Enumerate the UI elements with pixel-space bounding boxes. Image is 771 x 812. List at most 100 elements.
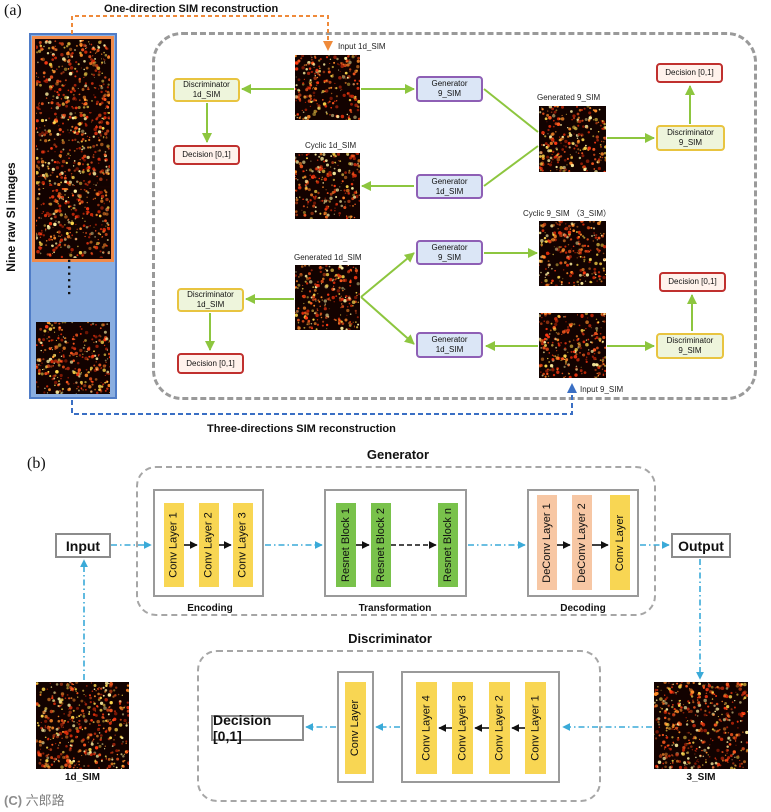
speckle-dot	[42, 729, 46, 733]
speckle-dot	[53, 322, 58, 325]
speckle-texture	[36, 40, 110, 110]
speckle-dot	[603, 122, 606, 126]
speckle-dot	[100, 135, 102, 137]
speckle-dot	[663, 748, 666, 750]
speckle-dot	[94, 760, 97, 763]
speckle-dot	[42, 351, 44, 353]
speckle-dot	[47, 140, 50, 142]
speckle-dot	[58, 154, 62, 158]
speckle-dot	[51, 239, 53, 241]
speckle-dot	[55, 145, 58, 148]
speckle-dot	[111, 758, 114, 761]
speckle-dot	[99, 335, 102, 338]
speckle-dot	[556, 117, 561, 121]
speckle-dot	[343, 75, 346, 78]
speckle-dot	[315, 84, 318, 87]
speckle-dot	[44, 161, 47, 164]
speckle-dot	[547, 283, 551, 286]
speckle-dot	[64, 213, 67, 215]
speckle-dot	[694, 714, 697, 716]
speckle-dot	[597, 130, 600, 133]
speckle-dot	[56, 160, 60, 164]
speckle-dot	[582, 333, 585, 336]
speckle-dot	[310, 325, 313, 329]
speckle-dot	[572, 229, 576, 233]
speckle-dot	[564, 251, 568, 254]
speckle-dot	[59, 162, 61, 164]
speckle-dot	[60, 255, 64, 258]
speckle-dot	[555, 346, 557, 349]
speckle-dot	[90, 380, 93, 383]
speckle-dot	[587, 119, 591, 122]
speckle-dot	[657, 760, 662, 765]
speckle-dot	[52, 699, 56, 702]
generator-1d-box-top: Generator 1d_SIM	[416, 174, 483, 199]
speckle-dot	[580, 221, 584, 223]
generated-1d-label: Generated 1d_SIM	[294, 253, 362, 262]
speckle-dot	[36, 75, 37, 78]
speckle-dot	[595, 135, 599, 139]
speckle-dot	[74, 217, 77, 220]
speckle-dot	[86, 736, 90, 740]
speckle-dot	[303, 95, 307, 99]
speckle-dot	[301, 209, 303, 211]
speckle-dot	[673, 728, 675, 730]
speckle-dot	[313, 109, 317, 114]
speckle-dot	[72, 165, 75, 167]
speckle-dot	[325, 56, 329, 59]
speckle-dot	[316, 165, 320, 169]
speckle-dot	[333, 61, 336, 64]
speckle-dot	[540, 322, 543, 325]
speckle-dot	[55, 188, 59, 192]
speckle-dot	[317, 299, 320, 302]
speckle-dot	[567, 230, 572, 235]
speckle-dot	[101, 130, 104, 133]
speckle-dot	[61, 350, 64, 352]
speckle-dot	[100, 86, 104, 90]
speckle-dot	[295, 61, 299, 65]
speckle-dot	[51, 195, 55, 199]
speckle-dot	[322, 320, 325, 323]
speckle-dot	[575, 335, 579, 338]
speckle-dot	[48, 222, 53, 226]
speckle-dot	[107, 352, 110, 356]
speckle-dot	[305, 88, 309, 92]
speckle-dot	[53, 691, 56, 694]
speckle-dot	[588, 111, 592, 115]
speckle-dot	[62, 336, 65, 338]
speckle-dot	[304, 116, 308, 120]
speckle-dot	[78, 202, 82, 205]
one-direction-title: One-direction SIM reconstruction	[104, 3, 279, 15]
speckle-dot	[574, 373, 578, 377]
speckle-dot	[51, 171, 54, 174]
speckle-dot	[75, 382, 78, 384]
speckle-dot	[347, 192, 351, 195]
speckle-dot	[60, 722, 64, 727]
speckle-dot	[84, 350, 86, 352]
speckle-dot	[352, 266, 355, 269]
speckle-dot	[308, 326, 311, 329]
speckle-dot	[698, 761, 700, 763]
speckle-dot	[103, 189, 107, 192]
speckle-dot	[60, 98, 63, 100]
speckle-dot	[106, 323, 109, 325]
speckle-dot	[100, 381, 102, 384]
speckle-dot	[72, 183, 74, 186]
speckle-dot	[553, 155, 557, 159]
speckle-dot	[321, 299, 323, 301]
speckle-dot	[319, 212, 322, 215]
speckle-dot	[310, 55, 312, 57]
speckle-dot	[326, 199, 329, 202]
speckle-dot	[326, 172, 329, 175]
speckle-dot	[100, 687, 103, 690]
speckle-dot	[67, 89, 70, 92]
speckle-dot	[666, 723, 670, 727]
speckle-dot	[717, 708, 720, 710]
speckle-dot	[676, 682, 679, 685]
speckle-dot	[39, 754, 43, 758]
speckle-dot	[307, 272, 312, 276]
speckle-dot	[330, 74, 333, 78]
speckle-dot	[349, 284, 352, 287]
speckle-dot	[95, 344, 99, 349]
speckle-dot	[713, 723, 718, 727]
